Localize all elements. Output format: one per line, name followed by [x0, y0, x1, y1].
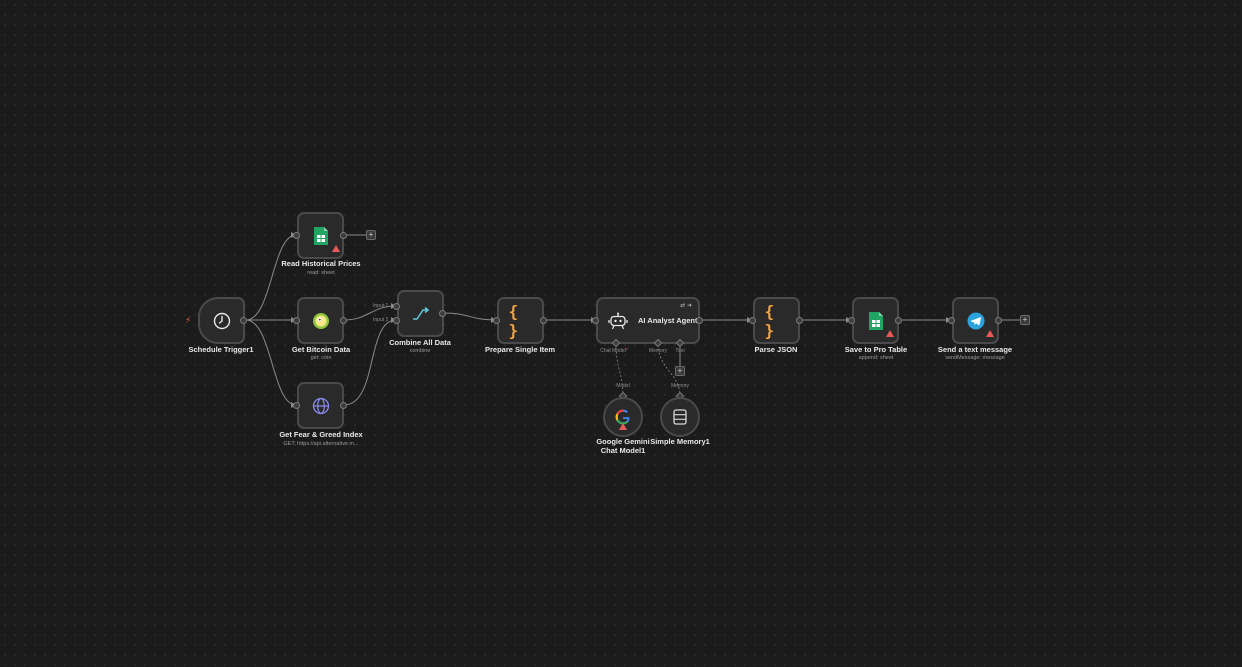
- schedule-trigger-output-port[interactable]: [240, 317, 247, 324]
- read-historical-input-port[interactable]: [293, 232, 300, 239]
- combine-title: Combine All Data: [389, 338, 451, 347]
- edge-memory-to-agent: [657, 342, 681, 398]
- get-fear-greed-subtitle: GET: https://api.alternative.m...: [283, 441, 359, 447]
- gemini-title: Google Gemini Chat Model1: [596, 437, 650, 455]
- gemini-warning-icon: [619, 423, 627, 430]
- read-historical-add-button[interactable]: +: [366, 230, 376, 240]
- prepare-single-input-port[interactable]: [493, 317, 500, 324]
- code-braces-icon: { }: [764, 301, 775, 340]
- google-sheets-icon: [309, 224, 333, 248]
- edge-trigger-to-read-historical: [245, 234, 297, 321]
- save-pro-table-title: Save to Pro Table: [844, 345, 908, 354]
- get-bitcoin-subtitle: get: coin: [310, 355, 332, 361]
- schedule-trigger-node[interactable]: [198, 297, 245, 344]
- edge-combine-to-prepare: [442, 312, 497, 321]
- prepare-single-title: Prepare Single Item: [484, 345, 556, 354]
- combine-input1-port[interactable]: [393, 303, 400, 310]
- read-historical-output-port[interactable]: [340, 232, 347, 239]
- ai-agent-input-port[interactable]: [592, 317, 599, 324]
- save-pro-table-output-port[interactable]: [895, 317, 902, 324]
- combine-all-data-node[interactable]: [397, 290, 444, 337]
- edge-bitcoin-to-combine: [343, 305, 397, 321]
- edge-gemini-to-chat-model: [615, 342, 624, 398]
- save-pro-table-warning-icon: [886, 330, 894, 337]
- send-message-title: Send a text message: [937, 345, 1013, 354]
- combine-output-port[interactable]: [439, 310, 446, 317]
- get-bitcoin-title: Get Bitcoin Data: [291, 345, 351, 354]
- add-tool-button[interactable]: +: [675, 366, 685, 376]
- google-sheets-icon: [864, 309, 888, 333]
- combine-input2-port[interactable]: [393, 317, 400, 324]
- combine-input2-label: Input 2: [373, 317, 389, 323]
- send-message-input-port[interactable]: [948, 317, 955, 324]
- merge-icon: [409, 302, 433, 326]
- google-icon: [611, 405, 635, 429]
- trigger-bolt-icon: ⚡: [185, 315, 192, 325]
- ai-analyst-agent-node[interactable]: AI Analyst Agent ⇄ ➜: [596, 297, 700, 344]
- schedule-trigger-title: Schedule Trigger1: [188, 345, 254, 354]
- simple-memory-label: Memory: [670, 383, 690, 389]
- coingecko-icon: [309, 309, 333, 333]
- parse-json-output-port[interactable]: [796, 317, 803, 324]
- send-message-warning-icon: [986, 330, 994, 337]
- send-text-message-node[interactable]: [952, 297, 999, 344]
- globe-icon: [309, 394, 333, 418]
- get-fear-greed-title: Get Fear & Greed Index: [279, 430, 363, 439]
- get-fear-greed-input-port[interactable]: [293, 402, 300, 409]
- parse-json-title: Parse JSON: [754, 345, 798, 354]
- send-message-output-port[interactable]: [995, 317, 1002, 324]
- edge-fear-greed-to-combine: [343, 319, 397, 406]
- send-message-add-button[interactable]: +: [1020, 315, 1030, 325]
- get-fear-greed-output-port[interactable]: [340, 402, 347, 409]
- get-fear-greed-node[interactable]: [297, 382, 344, 429]
- save-pro-table-input-port[interactable]: [848, 317, 855, 324]
- get-bitcoin-output-port[interactable]: [340, 317, 347, 324]
- refresh-icon[interactable]: ⇄: [680, 303, 686, 309]
- read-historical-title: Read Historical Prices: [281, 259, 361, 268]
- parse-json-node[interactable]: { }: [753, 297, 800, 344]
- combine-input1-label: Input 1: [373, 303, 389, 309]
- code-braces-icon: { }: [508, 301, 519, 340]
- get-bitcoin-input-port[interactable]: [293, 317, 300, 324]
- ai-agent-output-port[interactable]: [696, 317, 703, 324]
- clock-icon: [210, 309, 234, 333]
- tool-port-label: Tool: [675, 348, 685, 354]
- google-gemini-chat-model-node[interactable]: [603, 397, 643, 437]
- telegram-icon: [964, 309, 988, 333]
- arrow-right-icon[interactable]: ➜: [686, 303, 692, 309]
- save-pro-table-subtitle: append: sheet: [858, 355, 894, 361]
- robot-icon: [606, 309, 630, 333]
- prepare-single-item-node[interactable]: { }: [497, 297, 544, 344]
- simple-memory-title: Simple Memory1: [650, 437, 710, 446]
- parse-json-input-port[interactable]: [749, 317, 756, 324]
- get-bitcoin-data-node[interactable]: [297, 297, 344, 344]
- send-message-subtitle: sendMessage: message: [945, 355, 1005, 361]
- chat-model-required-mark: *: [625, 348, 628, 354]
- read-historical-subtitle: read: sheet: [307, 270, 335, 276]
- ai-agent-title: AI Analyst Agent: [638, 316, 698, 325]
- database-icon: [668, 405, 692, 429]
- read-historical-warning-icon: [332, 245, 340, 252]
- memory-port-label: Memory: [648, 348, 668, 354]
- gemini-model-label: Model: [616, 383, 630, 389]
- edge-trigger-to-fear-greed: [245, 319, 297, 406]
- prepare-single-output-port[interactable]: [540, 317, 547, 324]
- chat-model-label: Chat Model*: [600, 348, 628, 354]
- combine-subtitle: combine: [409, 348, 431, 354]
- simple-memory-node[interactable]: [660, 397, 700, 437]
